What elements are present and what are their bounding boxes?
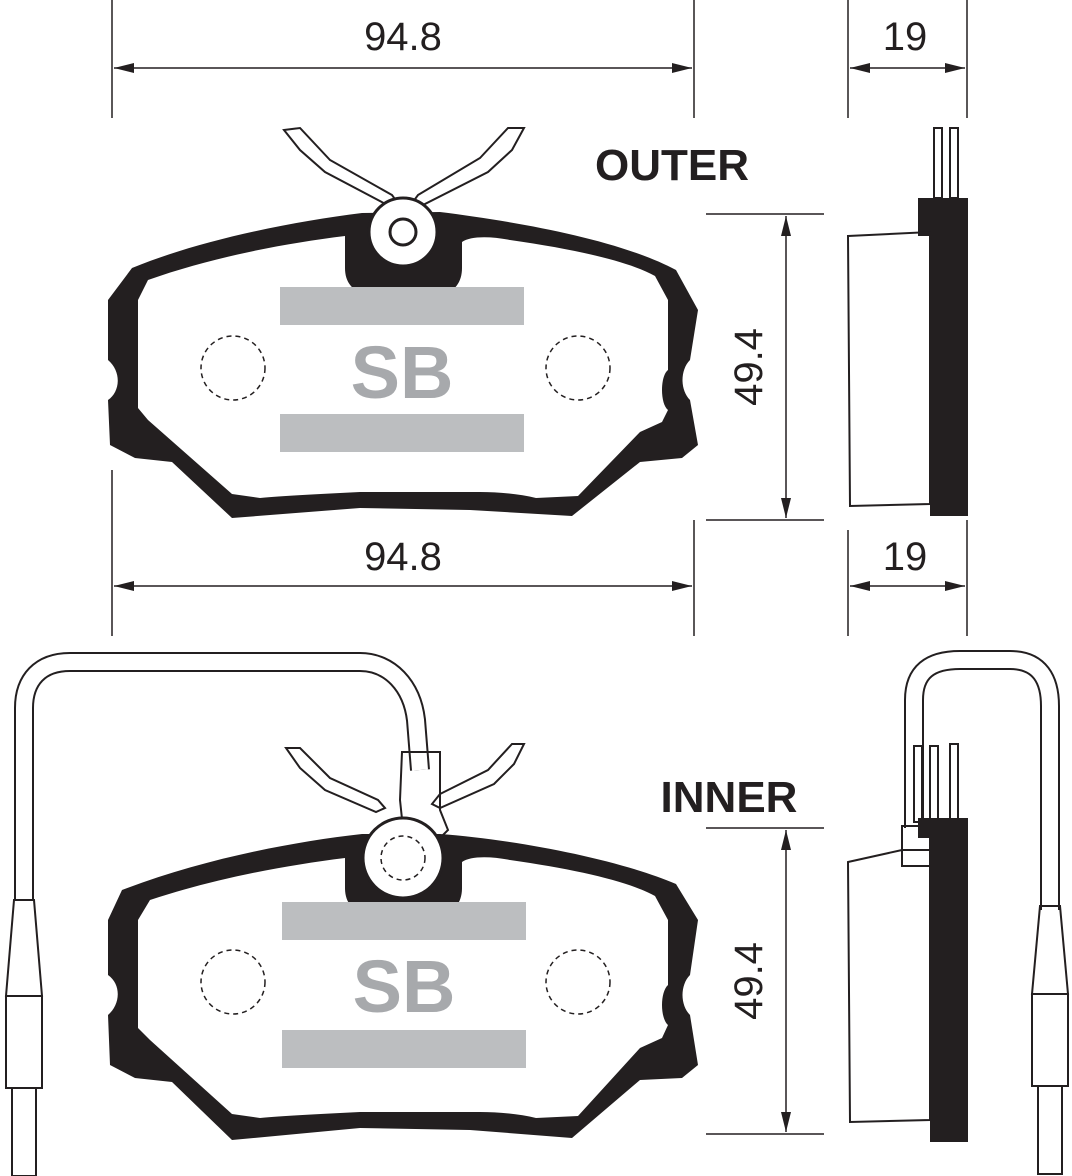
outer-pad-front-view: 94.8 SB OUTER 49.4 bbox=[108, 0, 824, 521]
inner-pad-side-view bbox=[846, 650, 1070, 1175]
inner-sb-logo: SB bbox=[353, 945, 456, 1028]
inner-thickness-dimension: 19 bbox=[883, 535, 928, 579]
outer-thickness-dimension: 19 bbox=[883, 15, 928, 59]
outer-pad-side-view: 19 bbox=[846, 0, 968, 516]
outer-width-dimension: 94.8 bbox=[364, 15, 442, 59]
inner-pad-front-view: SB INNER 49.4 bbox=[4, 652, 824, 1176]
outer-height-dimension: 49.4 bbox=[727, 328, 771, 406]
outer-sb-logo: SB bbox=[351, 331, 454, 414]
inner-label: INNER bbox=[661, 773, 798, 822]
outer-logo-band-top bbox=[280, 287, 524, 325]
inner-width-dimension-group: 94.8 19 bbox=[111, 470, 968, 636]
outer-right-hole bbox=[545, 335, 611, 401]
inner-friction-material bbox=[138, 857, 668, 1118]
inner-logo-band-top bbox=[282, 902, 526, 940]
outer-logo-band-bottom bbox=[280, 414, 524, 452]
outer-friction-material bbox=[138, 236, 668, 498]
inner-left-hole bbox=[200, 949, 266, 1015]
inner-right-hole bbox=[545, 949, 611, 1015]
outer-left-hole bbox=[200, 335, 266, 401]
outer-label: OUTER bbox=[595, 141, 749, 190]
outer-spring-clip bbox=[282, 126, 526, 210]
inner-height-dimension: 49.4 bbox=[727, 942, 771, 1020]
inner-width-dimension: 94.8 bbox=[364, 535, 442, 579]
inner-logo-band-bottom bbox=[282, 1030, 526, 1068]
